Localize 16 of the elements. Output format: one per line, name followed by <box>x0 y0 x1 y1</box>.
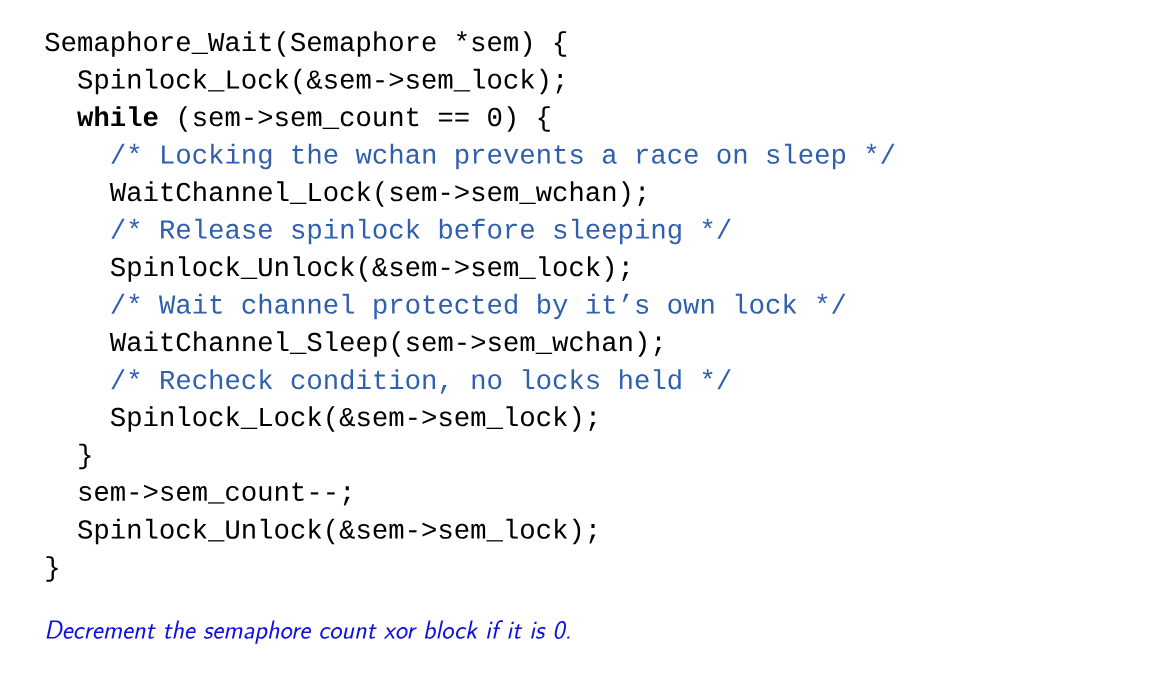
caption: Decrement the semaphore count xor block if it is 0. <box>46 620 570 644</box>
code-line: Semaphore_Wait(Semaphore *sem) { <box>45 31 567 57</box>
code-line: Spinlock_Lock(&sem->sem_lock); <box>110 406 596 432</box>
code-comment: /* Recheck condition, no locks held */ <box>111 369 731 394</box>
code-line: Spinlock_Unlock(&sem->sem_lock); <box>110 256 629 282</box>
code-line: } <box>79 443 91 470</box>
code-comment: /* Wait channel protected by it’s own lock */ <box>111 293 846 320</box>
code-line: Spinlock_Lock(&sem->sem_lock); <box>78 68 563 95</box>
code-line: WaitChannel_Lock(sem->sem_wchan); <box>109 181 645 207</box>
code-line: while (sem->sem_count == 0) { <box>77 106 550 132</box>
code-line: Spinlock_Unlock(&sem->sem_lock); <box>78 518 596 545</box>
code-line: } <box>46 556 58 582</box>
code-line: sem->sem_count--; <box>79 482 350 506</box>
code-comment: /* Release spinlock before sleeping */ <box>111 218 731 245</box>
code-line: WaitChannel_Sleep(sem->sem_wchan); <box>109 331 661 357</box>
code-comment: /* Locking the wchan prevents a race on sleep */ <box>111 143 895 170</box>
